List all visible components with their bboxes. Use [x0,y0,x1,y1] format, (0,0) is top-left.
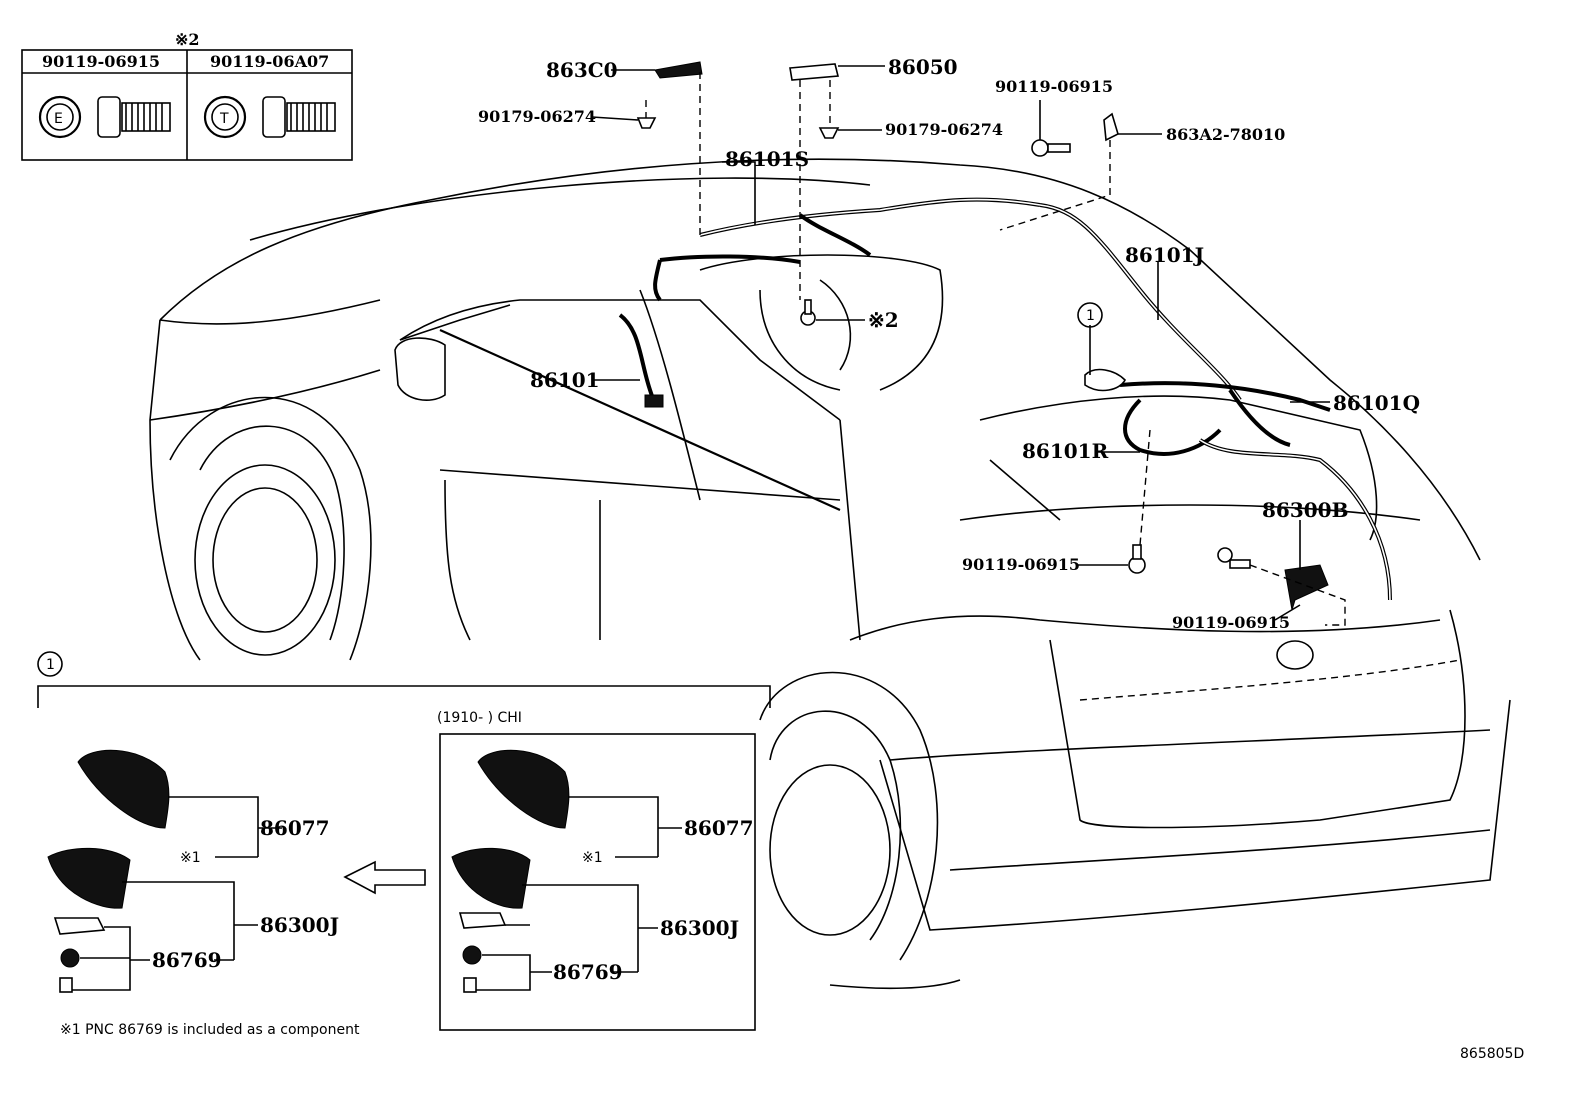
detail-section: 1 86077 ※1 86300J 86769 [37,651,771,1038]
diagram-id: 865805D [1460,1046,1524,1062]
label-90119-low: 90119-06915 [1172,613,1290,632]
wire-harness-86101 [618,313,664,408]
label-mark2: ※2 [868,308,899,332]
bolt-t-icon: T [203,95,336,139]
label-90179-right: 90179-06274 [885,120,1003,139]
inset-header: (1910- ) CHI [437,710,522,726]
label-86101: 86101 [530,368,600,392]
bolt-t-glyph: T [219,111,229,127]
bolt-90119-top [1031,139,1071,157]
bracket-863A2 [1103,112,1119,142]
arrow-left-icon [343,860,426,895]
circle-one-marker: 1 [1086,308,1095,324]
module-86300B [1284,564,1329,611]
detail-left-mark1: ※1 [180,850,201,866]
wire-harness-86101J [1039,203,1242,402]
bolt-table-col2-header: 90119-06A07 [210,52,329,71]
detail-left-label-86300J: 86300J [260,913,339,937]
label-86050: 86050 [888,55,958,79]
inset-label-86077: 86077 [684,816,754,840]
bracket-863C0 [654,61,703,79]
detail-left-label-86077: 86077 [260,816,330,840]
bolt-table-mark: ※2 [175,30,200,49]
label-86300B: 86300B [1262,498,1348,522]
wire-harness-86101R [1123,398,1392,601]
clip-90179-right [818,127,840,139]
label-90119-mid: 90119-06915 [962,555,1080,574]
wire-harness-86101Q [1119,381,1331,447]
label-90119-top: 90119-06915 [995,77,1113,96]
detail-circle-one: 1 [46,657,55,673]
bolt-90119-mid [1128,544,1146,574]
label-86101R: 86101R [1022,439,1109,463]
inset-mark1: ※1 [582,850,603,866]
label-863C0: 863C0 [546,58,618,82]
detail-inset-box: (1910- ) CHI 86077 ※1 86300J 86769 [437,710,756,1031]
label-86101S: 86101S [725,147,809,171]
clip-86050 [789,63,840,81]
bolt-table: ※2 90119-06915 90119-06A07 E T [21,30,353,161]
label-863A2: 863A2-78010 [1166,125,1285,144]
inset-label-86300J: 86300J [660,916,739,940]
bolt-mark2 [800,299,816,326]
detail-left-assembly: 86077 ※1 86300J 86769 [47,749,339,993]
bolt-table-col1-header: 90119-06915 [42,52,160,71]
label-86101J: 86101J [1125,243,1204,267]
label-90179-left: 90179-06274 [478,107,596,126]
bolt-e-glyph: E [54,111,63,127]
roof-antenna-mount: 1 [1077,302,1126,392]
bolt-e-icon: E [38,95,171,139]
clip-90179-left [636,117,657,129]
wire-harness-86101S [653,197,1041,302]
assembly-lines [645,72,1346,626]
detail-footnote: ※1 PNC 86769 is included as a component [60,1022,360,1038]
bolt-90119-low [1217,547,1251,569]
detail-left-label-86769: 86769 [152,948,222,972]
leader-lines [591,65,1330,621]
inset-label-86769: 86769 [553,960,623,984]
label-86101Q: 86101Q [1333,391,1420,415]
